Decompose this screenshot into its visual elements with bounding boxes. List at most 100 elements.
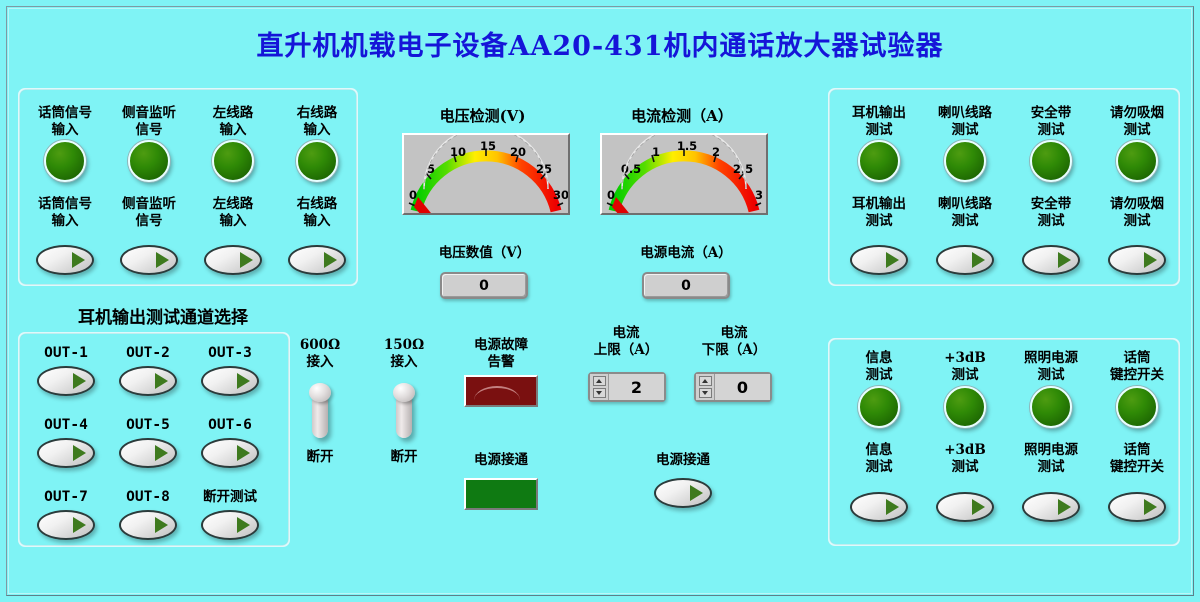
test-bottom-button-3[interactable] <box>1022 492 1080 522</box>
play-triangle-icon <box>1058 252 1071 268</box>
power-on-indicator <box>464 478 538 510</box>
play-triangle-icon <box>237 445 250 461</box>
test-top-button-2[interactable] <box>936 245 994 275</box>
current-gauge: 0 0.5 1 1.5 2 2.5 3 <box>600 133 768 215</box>
test-top-led-4 <box>1116 140 1158 182</box>
play-triangle-icon <box>73 445 86 461</box>
svg-text:25: 25 <box>536 162 552 176</box>
test-bottom-button-label-2: +3dB 测试 <box>944 442 986 475</box>
current-lower-limit-value[interactable]: 0 <box>715 374 770 400</box>
load-switch-state-600ohm: 断开 <box>306 449 334 465</box>
svg-text:15: 15 <box>480 139 496 153</box>
test-bottom-led-1 <box>858 386 900 428</box>
current-readout-label: 电源电流（A） <box>640 245 732 261</box>
load-switch-600ohm[interactable] <box>308 383 332 441</box>
test-top-button-label-2: 喇叭线路 测试 <box>938 196 992 229</box>
svg-text:0: 0 <box>607 188 615 202</box>
test-bottom-led-2 <box>944 386 986 428</box>
svg-text:3: 3 <box>755 188 763 202</box>
play-triangle-icon <box>972 252 985 268</box>
test-top-button-label-1: 耳机输出 测试 <box>852 196 906 229</box>
channel-button-out-6[interactable] <box>201 438 259 468</box>
play-triangle-icon <box>73 373 86 389</box>
input-led-1 <box>44 140 86 182</box>
toggle-stem <box>396 394 412 438</box>
test-bottom-button-1[interactable] <box>850 492 908 522</box>
test-bottom-indicator-label-4: 话筒 键控开关 <box>1110 350 1164 383</box>
test-top-indicator-label-4: 请勿吸烟 测试 <box>1110 105 1164 138</box>
input-button-3[interactable] <box>204 245 262 275</box>
input-button-4[interactable] <box>288 245 346 275</box>
play-triangle-icon <box>72 252 85 268</box>
input-button-2[interactable] <box>120 245 178 275</box>
test-top-button-4[interactable] <box>1108 245 1166 275</box>
play-triangle-icon <box>324 252 337 268</box>
current-lower-limit-spinner[interactable]: 0 <box>694 372 772 402</box>
test-bottom-button-2[interactable] <box>936 492 994 522</box>
svg-text:10: 10 <box>450 145 466 159</box>
channel-button-out-8[interactable] <box>119 510 177 540</box>
spinner-arrows[interactable] <box>696 374 715 400</box>
test-top-button-3[interactable] <box>1022 245 1080 275</box>
spinner-up-icon[interactable] <box>592 376 606 386</box>
play-triangle-icon <box>972 499 985 515</box>
spinner-arrows[interactable] <box>590 374 609 400</box>
input-button-label-2: 侧音监听 信号 <box>122 196 176 229</box>
play-triangle-icon <box>237 373 250 389</box>
play-triangle-icon <box>886 252 899 268</box>
power-connect-button[interactable] <box>654 478 712 508</box>
test-top-led-2 <box>944 140 986 182</box>
current-upper-limit-label: 电流 上限（A） <box>593 325 659 358</box>
channel-button-out-2[interactable] <box>119 366 177 396</box>
channel-label-out-1: OUT-1 <box>44 345 88 361</box>
toggle-stem <box>312 394 328 438</box>
play-triangle-icon <box>155 373 168 389</box>
test-bottom-indicator-label-1: 信息 测试 <box>865 350 893 383</box>
svg-text:20: 20 <box>510 145 526 159</box>
test-bottom-button-4[interactable] <box>1108 492 1166 522</box>
input-indicator-label-3: 左线路 输入 <box>212 105 254 138</box>
toggle-knob <box>393 383 415 402</box>
channel-button-out-5[interactable] <box>119 438 177 468</box>
input-button-label-1: 话筒信号 输入 <box>38 196 92 229</box>
alarm-glare <box>474 386 520 400</box>
channel-label-out-2: OUT-2 <box>126 345 170 361</box>
play-triangle-icon <box>73 517 86 533</box>
current-upper-limit-value[interactable]: 2 <box>609 374 664 400</box>
current-upper-limit-spinner[interactable]: 2 <box>588 372 666 402</box>
power-button-label: 电源接通 <box>656 452 710 468</box>
channel-button-out-1[interactable] <box>37 366 95 396</box>
svg-text:1: 1 <box>652 145 660 159</box>
voltage-meter-title: 电压检测(V) <box>439 107 526 125</box>
test-top-led-1 <box>858 140 900 182</box>
page-title: 直升机机载电子设备AA20-431机内通话放大器试验器 <box>256 31 944 62</box>
power-fault-alarm-indicator <box>464 375 538 407</box>
test-bottom-led-4 <box>1116 386 1158 428</box>
voltage-gauge: 0 5 10 15 20 25 30 <box>402 133 570 215</box>
test-bottom-led-3 <box>1030 386 1072 428</box>
load-switch-state-150ohm: 断开 <box>390 449 418 465</box>
load-switch-150ohm[interactable] <box>392 383 416 441</box>
spinner-down-icon[interactable] <box>592 388 606 398</box>
current-readout-value: 0 <box>642 272 730 299</box>
input-led-2 <box>128 140 170 182</box>
channel-button-out-7[interactable] <box>37 510 95 540</box>
play-triangle-icon <box>886 499 899 515</box>
channel-button-out-3[interactable] <box>201 366 259 396</box>
test-bottom-button-label-4: 话筒 键控开关 <box>1110 442 1164 475</box>
window-inner-frame <box>8 8 1192 594</box>
test-panel-bottom <box>828 338 1180 546</box>
channel-label-out-3: OUT-3 <box>208 345 252 361</box>
channel-button-disconnect-test[interactable] <box>201 510 259 540</box>
play-triangle-icon <box>1144 499 1157 515</box>
test-top-led-3 <box>1030 140 1072 182</box>
power-on-indicator-label: 电源接通 <box>474 452 528 468</box>
input-button-1[interactable] <box>36 245 94 275</box>
test-top-button-1[interactable] <box>850 245 908 275</box>
channel-button-out-4[interactable] <box>37 438 95 468</box>
input-indicator-label-2: 侧音监听 信号 <box>122 105 176 138</box>
test-bottom-indicator-label-2: +3dB 测试 <box>944 350 986 383</box>
spinner-up-icon[interactable] <box>698 376 712 386</box>
test-bottom-button-label-3: 照明电源 测试 <box>1024 442 1078 475</box>
spinner-down-icon[interactable] <box>698 388 712 398</box>
